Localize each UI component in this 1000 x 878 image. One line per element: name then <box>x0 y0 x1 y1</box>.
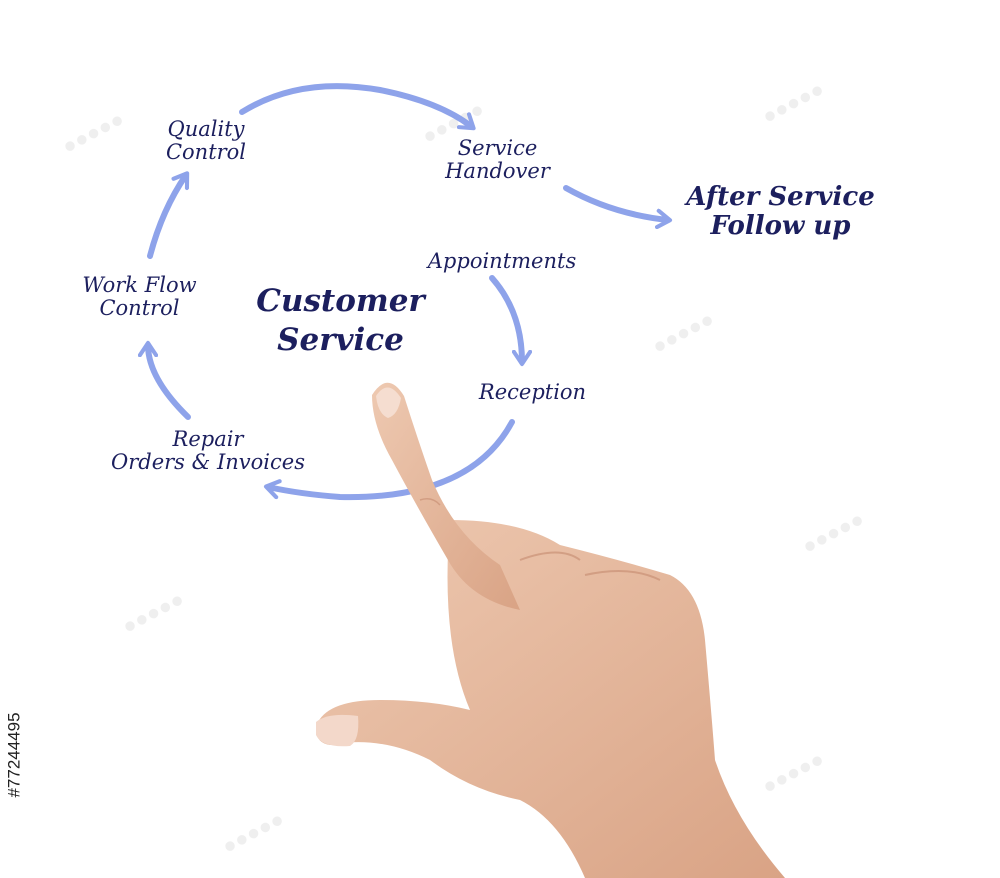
node-appointments: Appointments <box>427 249 577 273</box>
stock-id-text: #77244495 <box>5 712 24 798</box>
arrow-repair-workflow <box>137 340 191 420</box>
stock-id: #77244495 <box>2 650 28 860</box>
node-after-line1: After Service <box>686 182 875 212</box>
center-title-line1: Customer <box>256 283 425 319</box>
arrow-handover-after <box>563 185 673 230</box>
arrow-appointments-reception <box>489 275 533 367</box>
node-quality-control: Quality Control <box>145 117 267 165</box>
node-workflow-line2: Control <box>99 296 180 321</box>
node-after-service: After Service Follow up <box>668 183 893 240</box>
node-repair-line2: Orders & Invoices <box>111 450 305 475</box>
node-handover-line1: Service <box>457 136 538 160</box>
node-quality-line2: Control <box>165 140 247 165</box>
center-title-line2: Service <box>277 321 404 358</box>
center-title: Customer Service <box>238 282 443 360</box>
node-quality-line1: Quality <box>167 117 245 141</box>
arrow-quality-handover <box>239 83 476 131</box>
node-service-handover: Service Handover <box>425 136 570 184</box>
node-workflow-line1: Work Flow <box>82 273 197 297</box>
arrow-workflow-quality <box>147 171 190 259</box>
node-workflow-control: Work Flow Control <box>62 273 217 321</box>
node-repair-orders: Repair Orders & Invoices <box>88 427 328 475</box>
node-repair-line1: Repair <box>172 427 244 451</box>
node-reception: Reception <box>478 380 587 404</box>
arrow-reception-repair <box>263 419 515 501</box>
node-handover-line2: Handover <box>445 159 550 184</box>
node-after-line2: Follow up <box>710 210 851 241</box>
